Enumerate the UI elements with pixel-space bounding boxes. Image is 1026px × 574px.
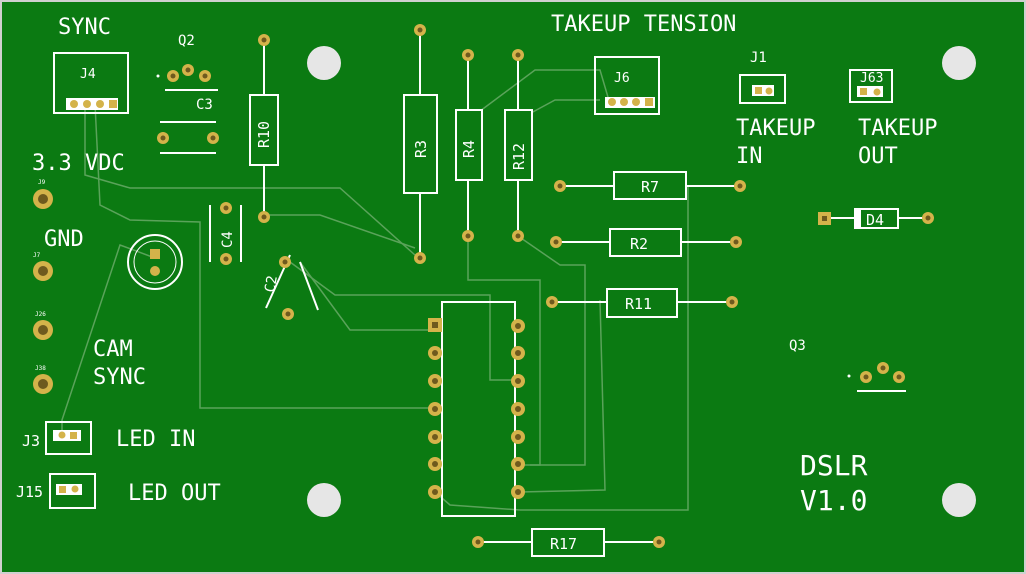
label-r7: R7 [641, 178, 659, 196]
resistor-r11: R11 [546, 288, 738, 318]
label-j38: J38 [35, 365, 46, 372]
label-j26: J26 [35, 311, 46, 318]
label-r12: R12 [510, 143, 528, 170]
terminal-j9: 3.3 VDC J9 [32, 151, 125, 209]
connector-j6: TAKEUP TENSION J6 [551, 12, 736, 115]
mounting-holes [307, 46, 976, 517]
capacitor-c2: C2 [262, 254, 319, 320]
label-r10: R10 [255, 121, 273, 148]
resistor-r3: R3 [403, 24, 438, 264]
label-j4: J4 [80, 67, 96, 82]
label-j7: J7 [33, 252, 41, 259]
connector-j1: J1 TAKEUP IN [736, 50, 815, 169]
resistor-r7: R7 [554, 171, 746, 200]
connector-j4: SYNC J4 [53, 15, 129, 114]
label-led-in: LED IN [116, 427, 195, 452]
label-takeup-out-1: TAKEUP [858, 116, 937, 141]
label-j9: J9 [38, 179, 46, 186]
resistor-r4: R4 [455, 49, 483, 242]
diode-d4: D4 [818, 208, 934, 229]
mount-hole-bl [307, 483, 341, 517]
label-cam-2: SYNC [93, 365, 146, 390]
terminal-j7: GND J7 [33, 227, 84, 281]
label-j63: J63 [860, 71, 883, 86]
label-vdc: 3.3 VDC [32, 151, 125, 176]
label-j6: J6 [614, 71, 630, 86]
transistor-q2: Q2 [156, 33, 218, 91]
label-cam-1: CAM [93, 337, 133, 362]
label-j1: J1 [750, 50, 767, 66]
terminal-j38: J38 CAM SYNC [33, 337, 146, 394]
mount-hole-tl [307, 46, 341, 80]
label-q2: Q2 [178, 33, 195, 49]
board-title: DSLR V1.0 [800, 449, 868, 517]
label-led-out: LED OUT [128, 481, 221, 506]
label-d4: D4 [866, 211, 884, 229]
label-takeup-in-2: IN [736, 144, 763, 169]
connector-j15: J15 LED OUT [16, 473, 221, 509]
label-j15: J15 [16, 483, 43, 501]
label-gnd: GND [44, 227, 84, 252]
connector-j3: J3 LED IN [22, 421, 195, 455]
label-sync: SYNC [58, 15, 111, 40]
label-dslr: DSLR [800, 449, 868, 482]
resistor-r2: R2 [550, 228, 742, 257]
mount-hole-br [942, 483, 976, 517]
label-r11: R11 [625, 295, 652, 313]
label-q3: Q3 [789, 338, 806, 354]
label-takeup-tension: TAKEUP TENSION [551, 12, 736, 37]
label-version: V1.0 [800, 484, 867, 517]
label-c2: C2 [262, 274, 281, 293]
label-c4: C4 [220, 231, 236, 248]
capacitor-c4: C4 [209, 202, 242, 265]
connector-j63: J63 TAKEUP OUT [849, 69, 937, 169]
label-takeup-out-2: OUT [858, 144, 898, 169]
label-r4: R4 [460, 140, 478, 158]
resistor-r12: R12 [504, 49, 533, 242]
label-c3: C3 [196, 97, 213, 113]
terminal-j26: J26 [33, 311, 53, 340]
transistor-q3: Q3 [789, 338, 906, 392]
label-j3: J3 [22, 432, 40, 450]
capacitor-c3: C3 [157, 97, 219, 154]
label-r17: R17 [550, 535, 577, 553]
ic-dip14 [428, 301, 525, 517]
resistor-r10: R10 [249, 34, 279, 223]
label-r2: R2 [630, 235, 648, 253]
resistor-r17: R17 [472, 528, 665, 557]
led-c1 [127, 234, 183, 290]
label-r3: R3 [412, 140, 430, 158]
mount-hole-tr [942, 46, 976, 80]
label-takeup-in-1: TAKEUP [736, 116, 815, 141]
